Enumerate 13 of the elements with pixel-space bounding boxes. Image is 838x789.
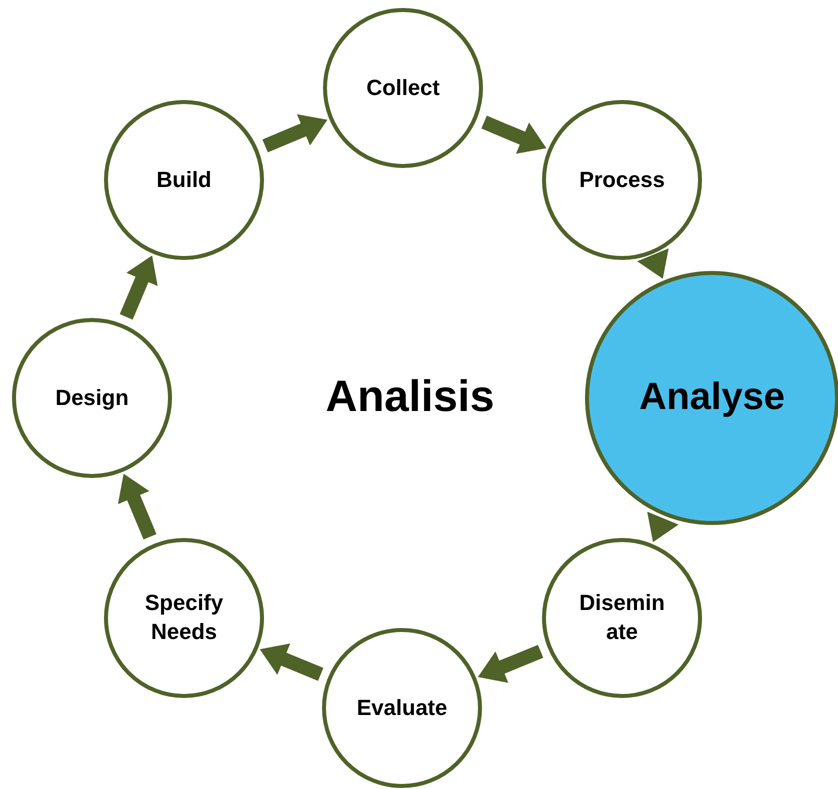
- stage-label: Design: [54, 384, 130, 412]
- stage-label: Specify Needs: [144, 589, 224, 646]
- diagram-title: Analisis: [324, 372, 496, 422]
- stage-label: Collect: [365, 74, 441, 102]
- block-arrow: [475, 644, 544, 684]
- stage-label: Evaluate: [356, 694, 448, 722]
- block-arrow: [117, 471, 156, 540]
- stage-label: Analyse: [638, 375, 786, 420]
- block-arrow: [257, 642, 324, 681]
- block-arrow: [120, 252, 159, 320]
- stage-label: Disemin ate: [578, 589, 666, 646]
- stage-label: Build: [156, 166, 212, 194]
- stage-label: Process: [578, 166, 666, 194]
